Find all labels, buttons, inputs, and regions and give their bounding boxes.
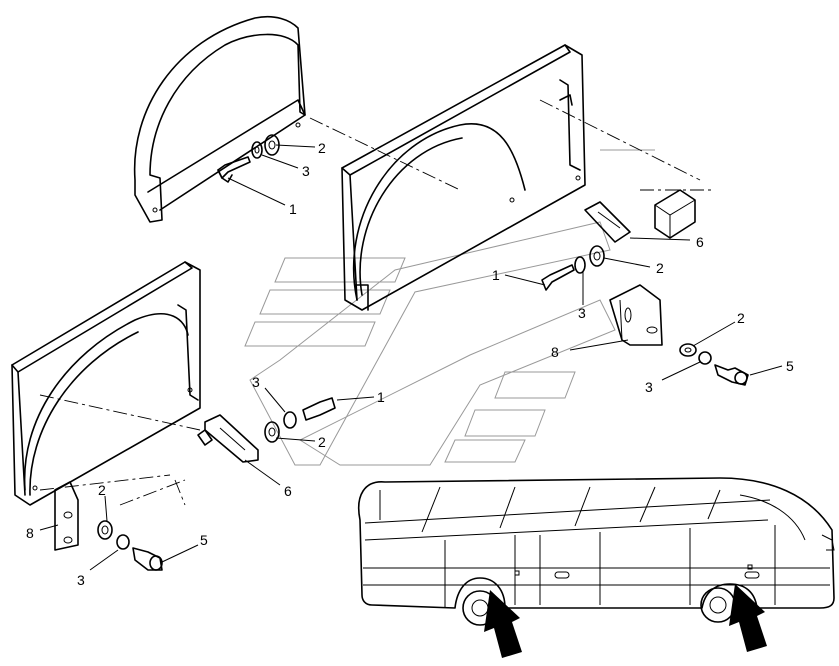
screw-5-left <box>132 547 163 571</box>
washer-2-middle <box>264 421 280 443</box>
ghost-arrow-left <box>244 149 655 466</box>
callout-3: 3 <box>302 163 310 179</box>
callout-3: 3 <box>252 374 260 390</box>
bolt-1-middle <box>302 397 336 421</box>
washer-3-left <box>116 534 130 550</box>
callout-2: 2 <box>318 434 326 450</box>
callout-2: 2 <box>98 482 106 498</box>
washer-2-right-lower <box>679 343 697 357</box>
washer-3-top <box>251 141 263 159</box>
fender-arch-top-left <box>133 15 306 223</box>
callout-8: 8 <box>26 525 34 541</box>
washer-2-left <box>97 520 113 540</box>
callout-5: 5 <box>200 532 208 548</box>
washer-3-right-lower <box>698 351 712 365</box>
bus-illustration <box>358 477 835 626</box>
block-right <box>654 189 696 239</box>
pointer-arrow-front-wheel <box>484 590 522 658</box>
screw-5-right <box>714 364 749 386</box>
wheel-arch-panel-top <box>341 44 586 311</box>
bolt-1-right <box>541 264 575 291</box>
slotted-bracket-6-right <box>584 201 631 243</box>
washer-3-middle <box>283 411 297 429</box>
callout-3: 3 <box>645 379 653 395</box>
callout-1: 1 <box>289 201 297 217</box>
pointer-arrows <box>484 584 767 658</box>
angle-bracket-8-right <box>609 284 663 346</box>
callout-8: 8 <box>551 344 559 360</box>
callout-6: 6 <box>696 234 704 250</box>
callout-labels: 1 2 3 1 2 3 6 2 8 3 5 3 1 2 6 2 8 3 5 <box>26 140 794 588</box>
wheel-arch-panel-left <box>11 261 201 506</box>
leader-lines <box>39 144 783 571</box>
callout-2: 2 <box>656 260 664 276</box>
callout-3: 3 <box>578 305 586 321</box>
washer-2-right <box>589 245 605 267</box>
callout-1: 1 <box>377 389 385 405</box>
callout-2: 2 <box>318 140 326 156</box>
slotted-bracket-6-left <box>197 414 259 463</box>
callout-5: 5 <box>786 358 794 374</box>
callout-1: 1 <box>492 267 500 283</box>
callout-6: 6 <box>284 483 292 499</box>
washer-3-right <box>574 256 586 274</box>
alignment-lines <box>39 99 715 506</box>
pointer-arrow-rear-wheel <box>729 584 767 652</box>
angle-bracket-8-left <box>54 481 79 551</box>
callout-2: 2 <box>737 310 745 326</box>
callout-3: 3 <box>77 572 85 588</box>
